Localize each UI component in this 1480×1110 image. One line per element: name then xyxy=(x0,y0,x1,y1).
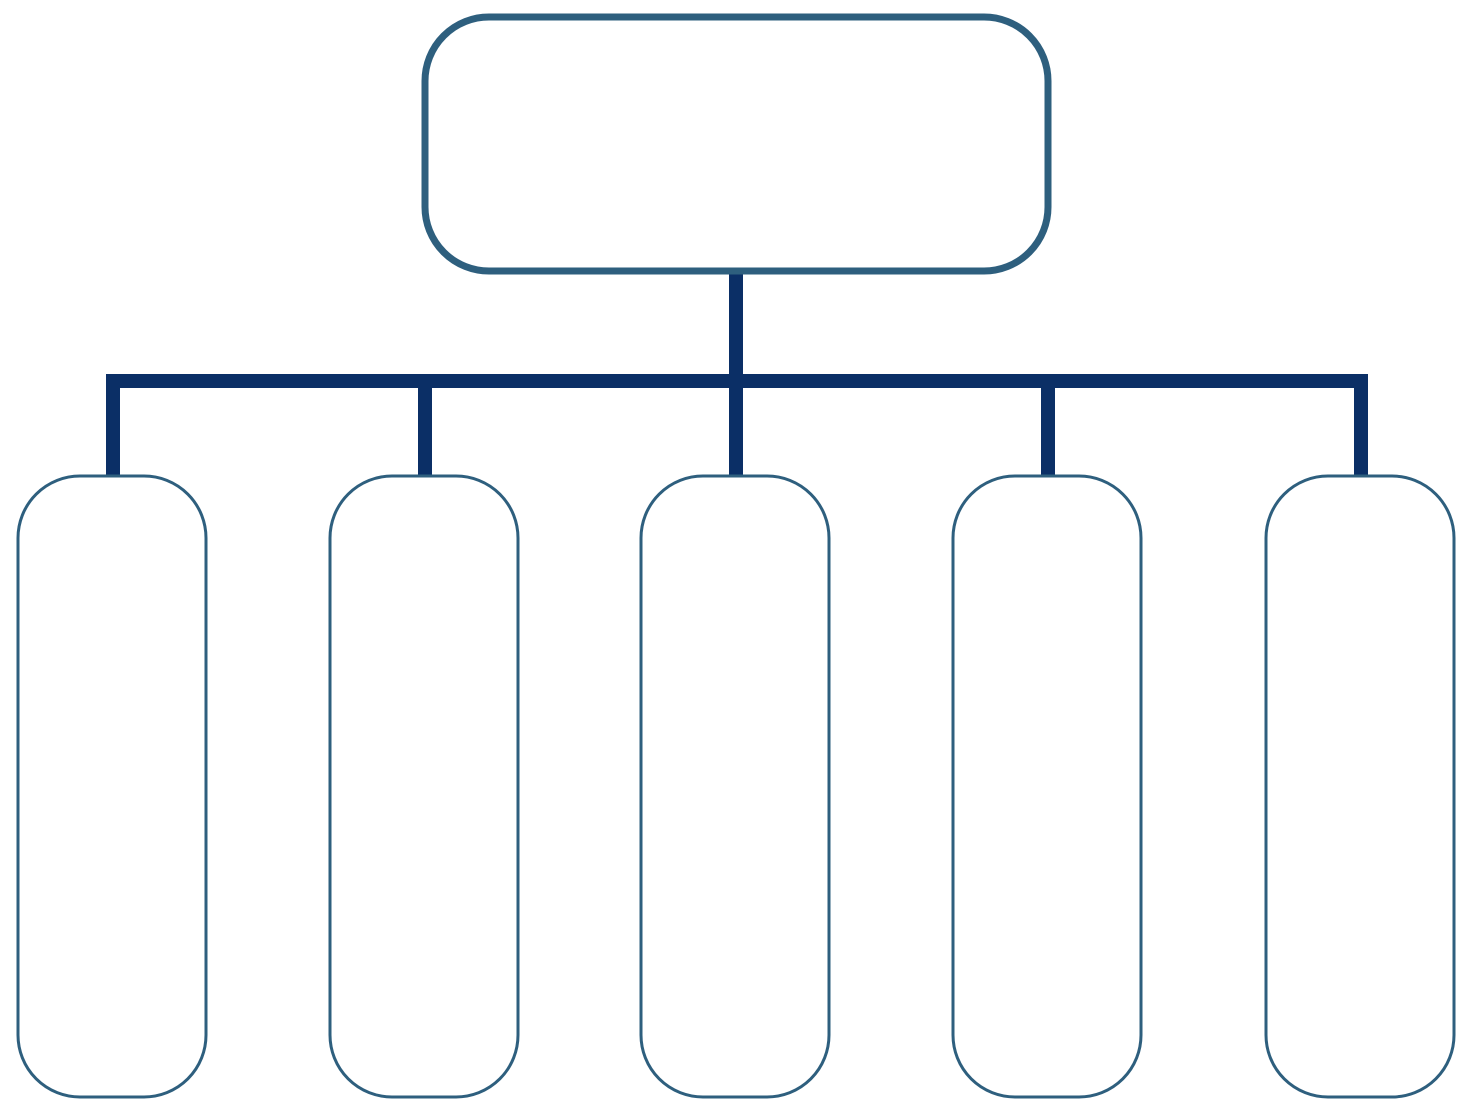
child-box-1 xyxy=(16,474,208,1099)
child-nodes xyxy=(16,474,1456,1099)
child-node-3 xyxy=(639,474,831,1099)
child-box-5 xyxy=(1264,474,1456,1099)
connectors xyxy=(106,274,1368,478)
child-box-4 xyxy=(951,474,1143,1099)
child-node-5 xyxy=(1264,474,1456,1099)
child-node-2 xyxy=(328,474,520,1099)
child-node-4 xyxy=(951,474,1143,1099)
child-node-1 xyxy=(16,474,208,1099)
root-box xyxy=(421,13,1052,275)
child-box-2 xyxy=(328,474,520,1099)
root-node xyxy=(421,13,1052,275)
child-box-3 xyxy=(639,474,831,1099)
